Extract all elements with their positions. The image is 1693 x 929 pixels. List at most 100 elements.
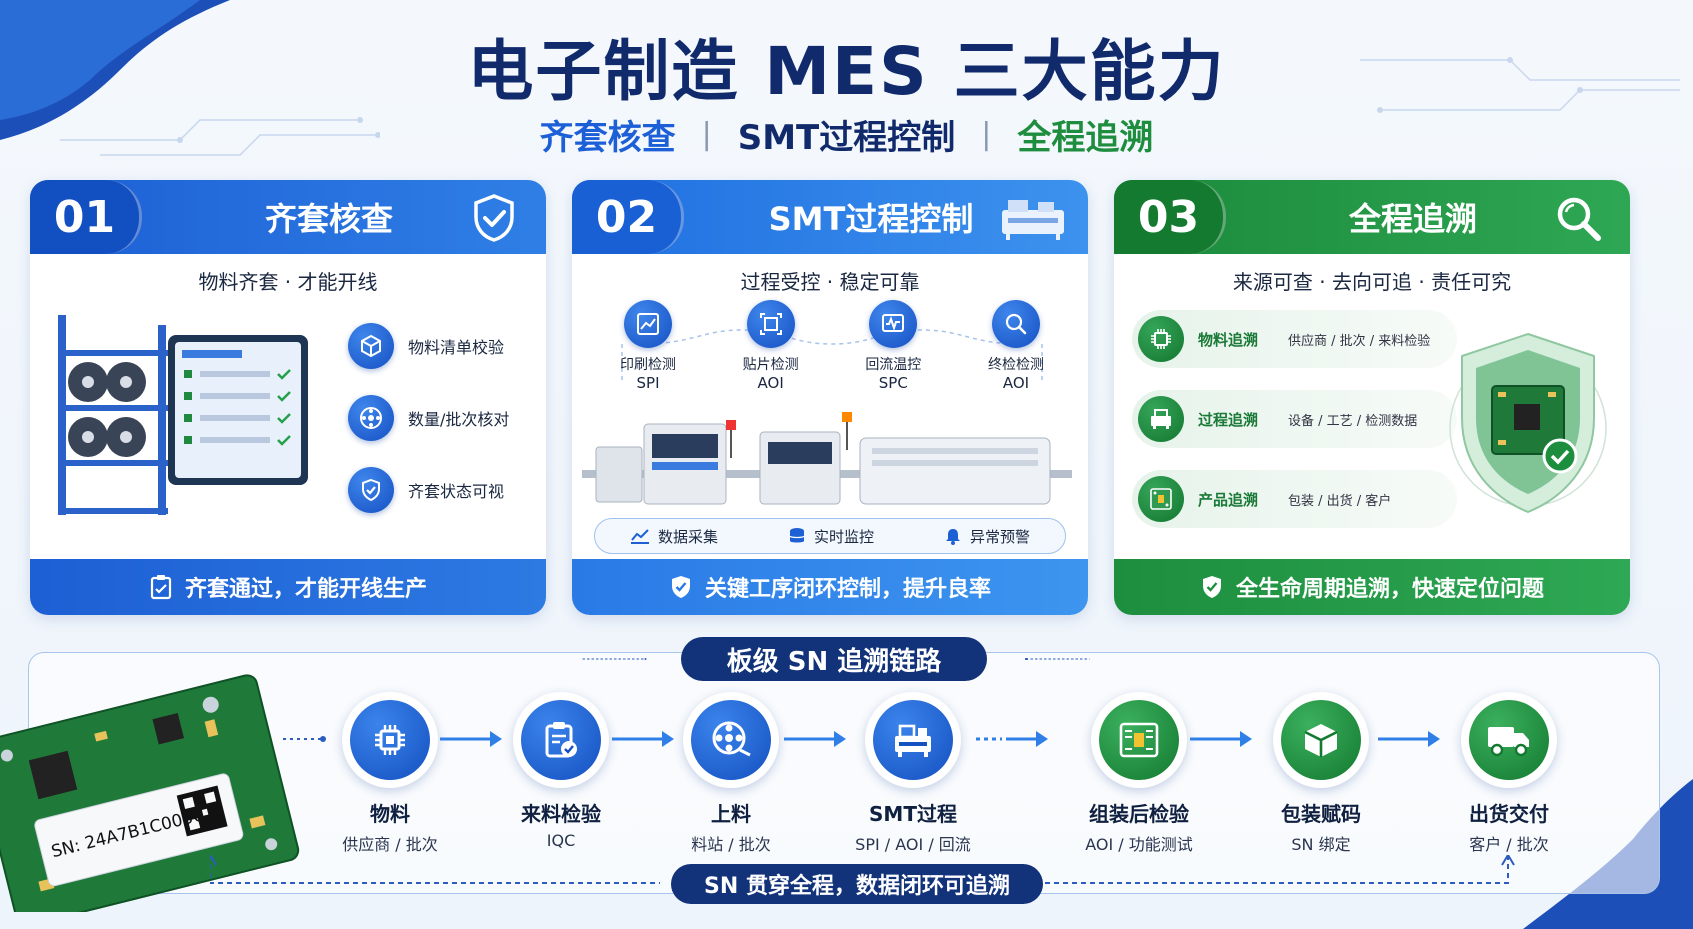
trace-item: 过程追溯 设备 / 工艺 / 检测数据 [1132,390,1457,448]
list-item-label: 数量/批次核对 [408,410,510,429]
list-item: 齐套状态可视 [348,454,509,526]
arrow-right-icon [976,731,1048,747]
card-traceability: 03 全程追溯 来源可查 · 去向可追 · 责任可究 物料追溯 供应商 / 批次… [1114,180,1630,615]
shield-check-icon [348,467,394,513]
step-circle [1273,692,1369,788]
monitor-item: 异常预警 [944,526,1030,547]
circuit-board-icon [1099,700,1179,780]
card-title: 全程追溯 [1348,200,1477,238]
database-icon [789,528,805,543]
material-rack-illustration [58,315,308,515]
card-footer: 全生命周期追溯，快速定位问题 [1114,559,1630,615]
chain-step-assembly-inspection: 组装后检验 AOI / 功能测试 [1064,692,1214,855]
card-footer-text: 全生命周期追溯，快速定位问题 [1235,577,1544,602]
subtitle-separator: | [701,117,712,152]
card-title: SMT过程控制 [768,200,974,238]
card-header: 02 SMT过程控制 [572,180,1088,254]
trace-detail: 供应商 / 批次 / 来料检验 [1288,333,1431,349]
card-footer-text: 关键工序闭环控制，提升良率 [704,577,991,602]
clipboard-check-icon [150,575,172,600]
process-steps: 印刷检测 SPI 贴片检测 AOI 回流温控 SPC 终检检测 AOI [602,300,1062,392]
sn-chain-panel [28,652,1660,894]
process-step: 终检检测 AOI [970,300,1062,392]
monitor-item-label: 异常预警 [969,527,1030,546]
page-title: 电子制造 MES 三大能力 [467,33,1226,110]
bell-icon [945,529,960,545]
corner-wave-decoration [0,0,230,140]
list-item: 物料清单校验 [348,310,509,382]
process-step-name: 印刷检测 [620,357,676,373]
shield-check-icon [1202,576,1221,598]
clipboard-check-icon [521,700,601,780]
arrow-right-icon [1190,731,1252,747]
arrow-right-icon [784,731,846,747]
trace-detail: 包装 / 出货 / 客户 [1288,493,1392,509]
trace-name: 物料追溯 [1198,330,1259,349]
circuit-board-icon [1138,476,1184,522]
chain-step-delivery: 出货交付 客户 / 批次 [1434,692,1584,855]
step-circle [513,692,609,788]
card-footer: 关键工序闭环控制，提升良率 [572,559,1088,615]
step-circle [865,692,961,788]
chip-icon [1138,316,1184,362]
smt-line-illustration [582,412,1072,505]
shield-pcb-illustration [1449,332,1607,514]
arrow-right-icon [1378,731,1440,747]
subtitle-row: 齐套核查 | SMT过程控制 | 全程追溯 [0,110,1693,159]
chain-step-packaging: 包装赋码 SN 绑定 [1246,692,1396,855]
chip-scan-icon [746,300,795,348]
subtitle-separator: | [981,117,992,152]
box-icon [1281,700,1361,780]
arrow-right-icon [440,731,502,747]
process-step-code: AOI [757,374,784,392]
list-item: 数量/批次核对 [348,382,509,454]
card-number: 03 [1114,180,1226,254]
circuit-decoration-right [1360,57,1680,113]
kitting-list: 物料清单校验 数量/批次核对 齐套状态可视 [348,310,509,526]
shield-check-icon [671,576,690,598]
step-name: 来料检验 [521,802,601,826]
cube-icon [348,323,394,369]
pcb-board-illustration: SN: 24A7B1C00001 [0,674,300,912]
step-name: 物料 [370,802,410,826]
step-circle [1461,692,1557,788]
list-item-label: 物料清单校验 [408,338,505,357]
chart-icon [624,300,672,348]
process-step-code: AOI [1002,374,1030,392]
step-name: 组装后检验 [1089,802,1189,826]
step-circle [1091,692,1187,788]
arrow-right-icon [612,731,674,747]
step-circle [683,692,779,788]
chain-step-material: 物料 供应商 / 批次 [315,692,465,855]
process-step-code: SPI [636,374,660,392]
shield-check-icon [474,194,514,242]
line-chart-icon [630,529,649,544]
chip-icon [350,700,430,780]
process-step-name: 贴片检测 [742,357,799,373]
loop-connector [210,855,1515,884]
chain-step-loading: 上料 料站 / 批次 [656,692,806,855]
monitor-item-label: 实时监控 [813,527,874,546]
card-footer: 齐套通过，才能开线生产 [30,559,546,615]
list-item-label: 齐套状态可视 [408,482,505,501]
monitor-item: 实时监控 [788,526,874,547]
card-header: 01 齐套核查 [30,180,546,254]
card-tagline: 过程受控 · 稳定可靠 [740,270,920,294]
process-step-name: 回流温控 [865,357,922,373]
card-header: 03 全程追溯 [1114,180,1630,254]
process-step: 贴片检测 AOI [725,300,817,392]
monitor-item-label: 数据采集 [657,527,718,546]
circuit-decoration-left [60,117,380,156]
reel-icon [348,395,394,441]
card-number: 01 [30,180,142,254]
title-connector-right [1025,658,1090,660]
step-circle [342,692,438,788]
process-connector [621,329,1043,380]
chain-footer: SN 贯穿全程，数据闭环可追溯 [671,864,1043,904]
trace-detail: 设备 / 工艺 / 检测数据 [1288,413,1418,429]
chain-title: 板级 SN 追溯链路 [681,637,987,681]
monitor-item: 数据采集 [630,526,718,547]
chain-step-iqc: 来料检验 IQC [486,692,636,850]
subtitle-smt: SMT过程控制 [737,118,956,158]
magnifier-icon [1557,197,1601,241]
